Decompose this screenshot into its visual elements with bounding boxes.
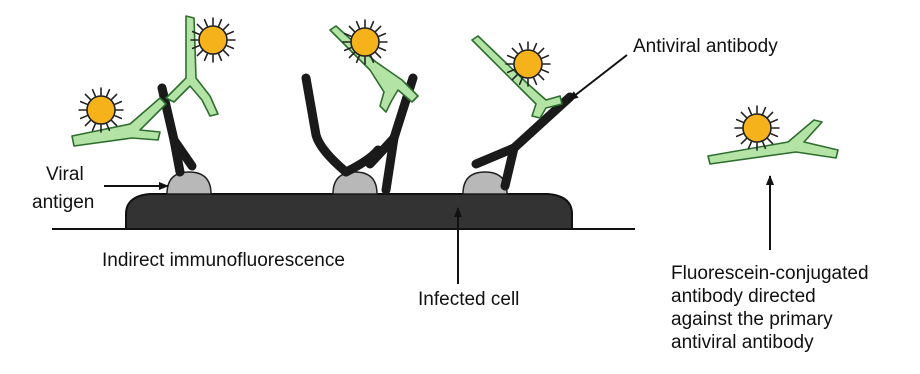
infected-cell-label: Infected cell <box>418 289 519 311</box>
infected-cell <box>126 194 572 229</box>
viral-antigen <box>333 172 377 194</box>
antiviral-antibody-label: Antiviral antibody <box>633 36 778 58</box>
sunburst-icon <box>79 88 123 132</box>
arrow-icon <box>569 55 627 100</box>
sunburst-icon <box>735 106 779 150</box>
secondary-antibody <box>72 98 166 146</box>
technique-label: Indirect immunofluorescence <box>102 250 345 272</box>
secondary-antibody <box>472 36 562 118</box>
secondary-antibody-standalone <box>708 120 838 164</box>
viral-antigen-label-line2: antigen <box>32 192 94 214</box>
sunburst-icon <box>191 18 235 62</box>
conjugate-label: Fluorescein-conjugated antibody directed… <box>671 262 869 354</box>
viral-antigen <box>167 172 211 194</box>
primary-antibody <box>162 88 192 172</box>
viral-antigen-label-line1: Viral <box>46 164 84 186</box>
sunburst-icon <box>506 42 550 86</box>
viral-antigen <box>463 172 507 194</box>
sunburst-icon <box>343 20 387 64</box>
